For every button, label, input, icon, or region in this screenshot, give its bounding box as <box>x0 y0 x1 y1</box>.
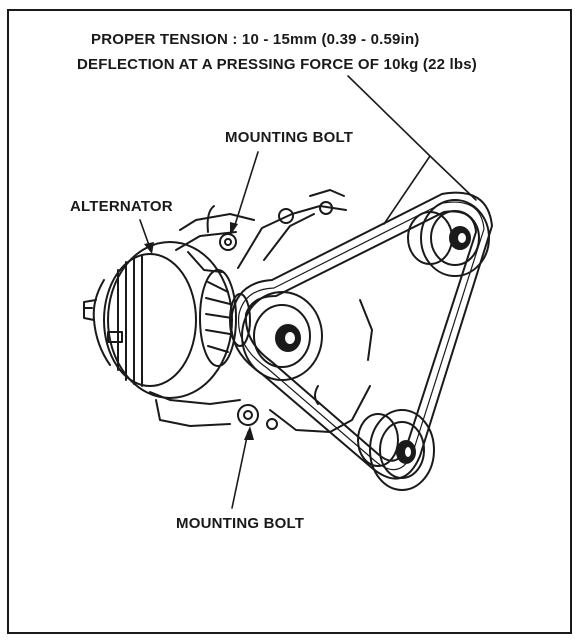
lower-pulley-drawing <box>357 409 435 491</box>
alternator-drawing <box>83 213 278 430</box>
mounting-bolt-top-label: MOUNTING BOLT <box>225 129 354 146</box>
tension-spec-line-2: DEFLECTION AT A PRESSING FORCE OF 10kg (… <box>77 56 478 73</box>
tension-spec-line-1: PROPER TENSION : 10 - 15mm (0.39 - 0.59i… <box>91 31 420 48</box>
crank-pulley-drawing <box>407 199 490 277</box>
diagram-frame <box>7 9 572 634</box>
alternator-pulley-drawing <box>241 291 323 381</box>
alternator-label: ALTERNATOR <box>70 198 173 215</box>
arrowheads <box>144 222 254 440</box>
mounting-bolt-bottom-label: MOUNTING BOLT <box>176 515 305 532</box>
leader-lines <box>139 75 477 509</box>
